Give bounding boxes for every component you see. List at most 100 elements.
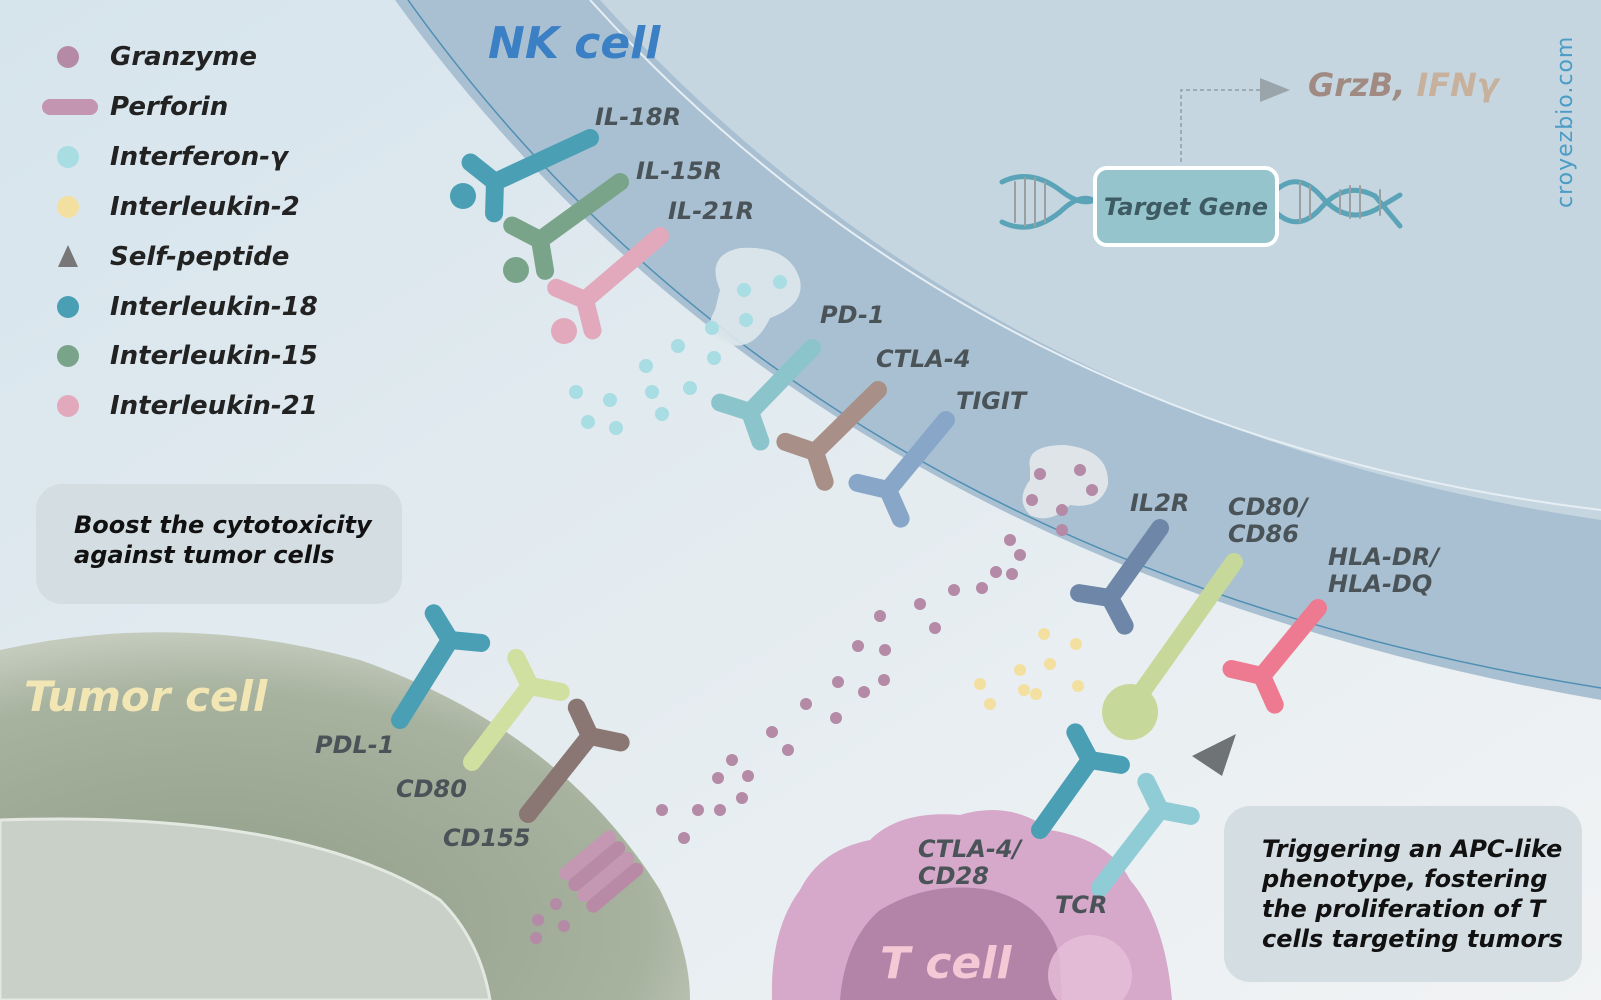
pdl1-receptor-arm <box>424 604 459 649</box>
grzb-label: GrzB, <box>1308 66 1417 104</box>
tigit-receptor-stalk <box>879 411 955 499</box>
interferon-particle <box>655 407 669 421</box>
apc-phenotype-info-box: Triggering an APC-like phenotype, foster… <box>1224 806 1582 982</box>
legend-item-granzyme: Granzyme <box>40 42 360 72</box>
il18r-label: IL-18R <box>595 103 682 131</box>
interleukin2-particle <box>984 698 996 710</box>
granzyme-particle <box>1004 534 1016 546</box>
il2r-receptor-stalk <box>1101 519 1169 607</box>
cd80-receptor-stalk <box>463 677 539 771</box>
pd1-label: PD-1 <box>820 301 885 329</box>
granzyme-particle <box>874 610 886 622</box>
interferon-vesicle <box>710 247 801 346</box>
legend-item-perforin: Perforin <box>40 92 360 122</box>
interleukin2-particle <box>1018 684 1030 696</box>
granzyme-particle <box>736 792 748 804</box>
interleukin15-ball <box>503 257 529 283</box>
granzyme-particle <box>1074 464 1086 476</box>
ctla4-label: CTLA-4 <box>876 345 971 373</box>
tigit-receptor <box>848 411 955 528</box>
self-peptide-triangle-icon <box>58 245 78 267</box>
il2r-label: IL2R <box>1130 489 1190 517</box>
legend-label: Interleukin-2 <box>110 192 300 222</box>
il21r-receptor-stalk <box>576 227 669 309</box>
interleukin21-ball <box>551 318 577 344</box>
granzyme-particle <box>976 582 988 594</box>
t-cell-nucleus <box>840 887 1062 1000</box>
cd155-receptor-stalk <box>519 727 599 823</box>
granzyme-particle <box>929 622 941 634</box>
pd1-receptor-stalk <box>741 339 821 421</box>
tigit-label: TIGIT <box>956 387 1027 415</box>
granzyme-particle <box>692 804 704 816</box>
granzyme-particle <box>656 804 668 816</box>
interferon-dot-icon <box>57 146 79 168</box>
interferon-particle <box>737 283 751 297</box>
nk-cell-inner <box>600 0 1601 520</box>
legend-item-interferon: Interferon-γ <box>40 142 360 172</box>
granzyme-particle <box>990 566 1002 578</box>
cytotoxicity-info-box: Boost the cytotoxicity against tumor cel… <box>36 484 402 604</box>
legend-item-interleukin-2: Interleukin-2 <box>40 192 360 222</box>
granzyme-particle <box>1006 568 1018 580</box>
cd80-label: CD80 <box>396 775 467 803</box>
legend-label: Granzyme <box>110 42 258 72</box>
cd80-cd86-label: CD80/ CD86 <box>1228 493 1308 548</box>
cd80-cd86-stalk <box>1127 553 1243 709</box>
hla-receptor <box>1222 599 1327 714</box>
granzyme-particle <box>550 898 562 910</box>
interleukin2-particle <box>1072 680 1084 692</box>
interleukin15-dot-icon <box>57 345 79 367</box>
interleukin21-dot-icon <box>57 395 79 417</box>
interferon-particle <box>683 381 697 395</box>
il15r-receptor-arm <box>531 231 555 280</box>
legend-item-interleukin-18: Interleukin-18 <box>40 292 360 322</box>
granzyme-particle <box>1026 494 1038 506</box>
legend-item-interleukin-15: Interleukin-15 <box>40 341 360 371</box>
granzyme-particle <box>878 674 890 686</box>
interleukin2-dot-icon <box>57 196 79 218</box>
cd80-receptor <box>463 648 570 771</box>
granzyme-dot-icon <box>57 46 79 68</box>
tcr-receptor-stalk <box>1091 801 1169 897</box>
granzyme-particle <box>948 584 960 596</box>
interferon-particle <box>705 321 719 335</box>
il15r-receptor-stalk <box>531 173 629 249</box>
target-gene-label: Target Gene <box>1103 192 1269 221</box>
t-cell-title: T cell <box>880 938 1012 989</box>
granzyme-particle <box>1014 549 1026 561</box>
interleukin2-particle <box>1070 638 1082 650</box>
legend-item-interleukin-21: Interleukin-21 <box>40 391 360 421</box>
pd1-receptor <box>711 339 821 451</box>
nk-cell-title: NK cell <box>488 18 661 69</box>
gene-expression-arrowhead <box>1260 78 1290 102</box>
tcr-receptor <box>1091 772 1200 897</box>
cd80-cd86-head <box>1102 684 1158 740</box>
interleukin2-particle <box>1038 628 1050 640</box>
il18r-receptor-stalk <box>486 129 599 191</box>
cytotoxicity-text: Boost the cytotoxicity against tumor cel… <box>74 511 372 569</box>
legend-label: Perforin <box>110 92 229 122</box>
hla-receptor-stalk <box>1253 599 1327 685</box>
hla-label: HLA-DR/ HLA-DQ <box>1328 543 1440 598</box>
expressed-genes-label: GrzB, IFNγ <box>1308 66 1499 104</box>
granzyme-particle <box>800 698 812 710</box>
hla-receptor-arm <box>1253 667 1284 714</box>
granzyme-particle <box>852 640 864 652</box>
granzyme-vesicle <box>1022 445 1109 519</box>
granzyme-particle <box>858 686 870 698</box>
granzyme-particle <box>530 932 542 944</box>
apc-phenotype-text: Triggering an APC-like phenotype, foster… <box>1262 835 1564 953</box>
tigit-receptor-arm <box>879 481 910 528</box>
perforin-bar-icon <box>42 99 98 115</box>
cd155-receptor <box>519 698 630 823</box>
interferon-particle <box>671 339 685 353</box>
granzyme-particle <box>726 754 738 766</box>
il15r-receptor <box>503 173 629 280</box>
il21r-receptor-arm <box>576 291 602 340</box>
gene-expression-arrow <box>1180 89 1262 162</box>
interferon-particle <box>639 359 653 373</box>
granzyme-particle <box>714 804 726 816</box>
